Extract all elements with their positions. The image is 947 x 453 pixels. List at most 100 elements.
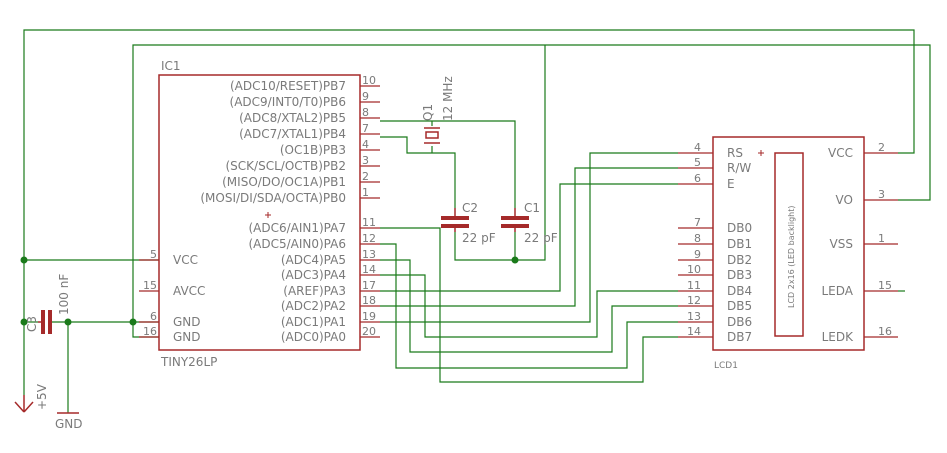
ic1-pin-label: (ADC3)PA4 — [281, 268, 346, 282]
lcd1-pin-number: 11 — [687, 279, 701, 292]
q1-crystal[interactable]: Q1 12 MHz — [421, 76, 455, 144]
ic1-pin-label: AVCC — [173, 284, 205, 298]
ic1-pin-label: (ADC9/INT0/T0)PB6 — [230, 95, 346, 109]
c2-name: C2 — [462, 201, 478, 215]
ic1-pin-number: 15 — [143, 279, 157, 292]
gnd-label: GND — [55, 417, 83, 431]
lcd1-pin-label: DB1 — [727, 237, 752, 251]
ic1-pin-number: 20 — [362, 325, 376, 338]
lcd1-pin-label: DB7 — [727, 330, 752, 344]
lcd1-pin-label: R/W — [727, 161, 751, 175]
ic1-pin-label: (ADC2)PA2 — [281, 299, 346, 313]
lcd1-pin-label: LEDA — [821, 284, 853, 298]
ic1-pin-number: 5 — [150, 248, 157, 261]
vcc-supply-arrow — [14, 401, 25, 413]
lcd1-pin-number: 15 — [878, 279, 892, 292]
q1-name: Q1 — [421, 104, 435, 121]
c3-plate — [48, 310, 52, 334]
vcc-supply: +5V — [14, 383, 49, 413]
lcd1-pin-label: DB0 — [727, 221, 752, 235]
ic1-pin-number: 1 — [362, 186, 369, 199]
ic1-pin-label: (ADC1)PA1 — [281, 315, 346, 329]
ic1-pin-label: (ADC7/XTAL1)PB4 — [239, 127, 346, 141]
ic1-pin-number: 18 — [362, 294, 376, 307]
wire-pa2-rw — [380, 167, 678, 307]
c1-plate — [501, 216, 529, 220]
vcc-supply-label: +5V — [35, 383, 49, 410]
wire-vcc-top — [23, 29, 915, 260]
lcd1-pin-label: VSS — [830, 237, 853, 251]
lcd1-pin-number: 8 — [694, 232, 701, 245]
ic1-body — [158, 74, 361, 351]
lcd1-pin-number: 1 — [878, 232, 885, 245]
ic1-pin-number: 17 — [362, 279, 376, 292]
wire-c-bottom — [454, 232, 516, 261]
ic1-value: TINY26LP — [160, 355, 217, 369]
q1-value: 12 MHz — [441, 76, 455, 121]
ic1-pin-label: (SCK/SCL/OCTB)PB2 — [226, 159, 347, 173]
lcd1-display-window — [774, 152, 804, 337]
ic1-pin-number: 8 — [362, 106, 369, 119]
wire-pb4-q1 — [380, 136, 456, 208]
junction — [20, 256, 28, 264]
vcc-supply-arrow — [23, 401, 34, 413]
wire-pa4-db4 — [380, 274, 678, 338]
lcd1-name: LCD1 — [714, 361, 738, 371]
wire-pb5-c1 — [380, 120, 516, 208]
lcd1-pin-label: DB4 — [727, 284, 752, 298]
ic1-pin-label: (ADC4)PA5 — [281, 253, 346, 267]
c3-value: 100 nF — [57, 274, 71, 315]
junction — [129, 318, 137, 326]
lcd1-pin-number: 5 — [694, 156, 701, 169]
ic1-pin-label: (ADC6/AIN1)PA7 — [248, 221, 346, 235]
ic1-pin-label: (ADC10/RESET)PB7 — [230, 79, 346, 93]
ic1-pin-number: 13 — [362, 248, 376, 261]
lcd1-pin-number: 12 — [687, 294, 701, 307]
ic1-pin-number: 14 — [362, 263, 376, 276]
lcd1-pin-label: DB5 — [727, 299, 752, 313]
c1-capacitor[interactable]: C1 22 pF — [501, 201, 558, 245]
gnd-supply: GND — [55, 412, 83, 431]
c2-capacitor[interactable]: C2 22 pF — [441, 201, 496, 245]
lcd1-pin-number: 10 — [687, 263, 701, 276]
wire-pa7-db7 — [380, 227, 678, 383]
ic1-name: IC1 — [161, 59, 181, 73]
lcd1-pin-label: VCC — [828, 146, 853, 160]
ic1-pin-label: (ADC0)PA0 — [281, 330, 346, 344]
ic1-pin-label: (MISO/DO/OC1A)PB1 — [222, 175, 346, 189]
ic1-pin-number: 3 — [362, 154, 369, 167]
ic1-pin-number: 19 — [362, 310, 376, 323]
c2-value: 22 pF — [462, 231, 496, 245]
lcd1-left-pins: RS4R/W5E6DB07DB18DB29DB310DB411DB512DB61… — [678, 141, 752, 344]
lcd1-pin-number: 14 — [687, 325, 701, 338]
c1-plate — [501, 224, 529, 228]
lcd1[interactable]: LCD 2x16 (LED backlight) LCD1 RS4R/W5E6D… — [678, 136, 898, 371]
ic1-pin-label: (OC1B)PB3 — [280, 143, 346, 157]
lcd1-pin-label: LEDK — [822, 330, 855, 344]
lcd1-pin-label: VO — [836, 193, 853, 207]
wire-pa3-e — [380, 183, 678, 292]
lcd1-pin-number: 16 — [878, 325, 892, 338]
c1-name: C1 — [524, 201, 540, 215]
c3-capacitor[interactable]: C3 100 nF — [25, 274, 71, 334]
lcd1-pin-number: 9 — [694, 248, 701, 261]
ic1-pin-number: 4 — [362, 138, 369, 151]
ic1-pin-number: 11 — [362, 216, 376, 229]
wire-gnd-top — [132, 44, 931, 322]
c1-value: 22 pF — [524, 231, 558, 245]
lcd1-pin-number: 3 — [878, 188, 885, 201]
lcd1-inner-label: LCD 2x16 (LED backlight) — [787, 206, 796, 309]
ic1-pin-number: 10 — [362, 74, 376, 87]
ic1-pin-label: (AREF)PA3 — [283, 284, 346, 298]
c2-plate — [441, 216, 469, 220]
ic1-pin-number: 12 — [362, 232, 376, 245]
lcd1-pin-number: 6 — [694, 172, 701, 185]
junctions — [20, 256, 519, 326]
ic1-pin-number: 2 — [362, 170, 369, 183]
ic1-pin-label: (ADC8/XTAL2)PB5 — [239, 111, 346, 125]
c3-name: C3 — [25, 316, 39, 332]
